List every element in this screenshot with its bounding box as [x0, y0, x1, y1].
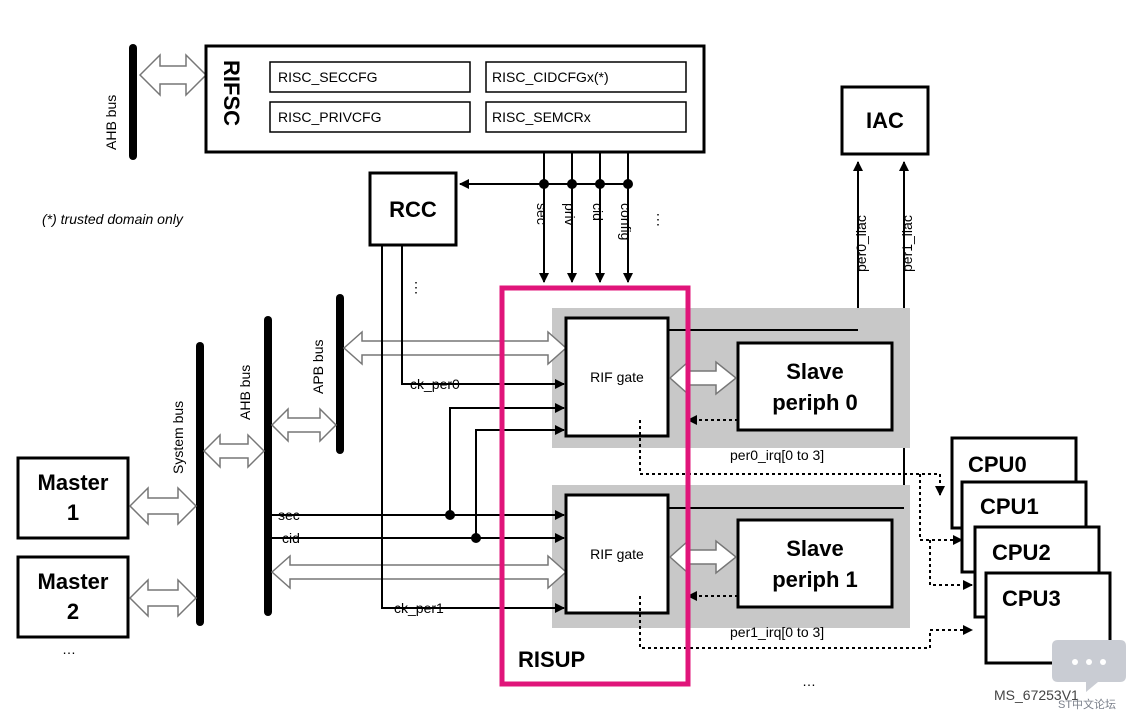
cpu0-label: CPU0: [968, 452, 1027, 477]
master-1-arrow: [128, 486, 198, 526]
slave-periph-1-line1: Slave: [786, 536, 844, 561]
rcc-ellipsis: ⋮: [409, 279, 423, 295]
iac-block: [840, 85, 930, 156]
system-ahb-arrow: [202, 433, 266, 469]
master-1-block: [16, 456, 130, 540]
rifsc-signal-lines: [459, 152, 633, 283]
rifsc-reg-semcr-label: RISC_SEMCRx: [492, 109, 591, 125]
rifsc-reg-privcfg: [269, 101, 471, 133]
footnote: (*) trusted domain only: [42, 211, 184, 227]
rifsc-reg-semcr: [485, 101, 687, 133]
rifsc-title: RIFSC: [219, 60, 244, 126]
per0-ilac-label: per0_ilac: [853, 215, 869, 272]
rifsc-reg-seccfg-label: RISC_SECCFG: [278, 69, 378, 85]
rifsc-reg-privcfg-label: RISC_PRIVCFG: [278, 109, 381, 125]
watermark-text: ST中文论坛: [1058, 697, 1116, 711]
rcc-label: RCC: [389, 197, 437, 222]
slave-periph-1-line2: periph 1: [772, 567, 858, 592]
slave-periph-0-line1: Slave: [786, 359, 844, 384]
ahb-bus-label: AHB bus: [237, 365, 253, 420]
ahb-apb-arrow: [270, 407, 338, 443]
iac-label: IAC: [866, 108, 904, 133]
cpu3-label: CPU3: [1002, 586, 1061, 611]
per0-irq-label: per0_irq[0 to 3]: [730, 447, 824, 463]
risup-label: RISUP: [518, 647, 585, 672]
slave-periph-0: [736, 341, 894, 432]
ahb-gate1-arrow: [270, 554, 568, 590]
cpu-stack: CPU0 CPU1 CPU2 CPU3: [950, 436, 1112, 665]
ck-per1-label: ck_per1: [394, 600, 444, 616]
sec-cid-lines: [272, 403, 565, 543]
system-bus-label: System bus: [170, 401, 186, 474]
rifsc-reg-cidcfg: [485, 61, 687, 93]
per1-ilac-label: per1_ilac: [899, 215, 915, 272]
master-2-block: [16, 555, 130, 639]
rif-gate-1: [564, 493, 670, 615]
chat-icon: [1052, 640, 1126, 692]
signal-config-label: config: [618, 203, 634, 240]
per1-irq-label: per1_irq[0 to 3]: [730, 624, 824, 640]
apb-bus-label: APB bus: [310, 340, 326, 394]
rcc-block: [368, 171, 458, 247]
master-2-arrow: [128, 578, 198, 618]
cpu1-label: CPU1: [980, 494, 1039, 519]
watermark: ST中文论坛: [1052, 640, 1126, 711]
irq-lines: [639, 415, 973, 649]
signal-ellipsis: ⋮: [651, 211, 665, 227]
figure-ref: MS_67253V1: [994, 687, 1079, 703]
masters-ellipsis: …: [62, 641, 76, 657]
slave-periph-0-line2: periph 0: [772, 390, 858, 415]
bus-cid-label: cid: [282, 530, 300, 546]
slave-periph-1: [736, 518, 894, 609]
rifsc-bus-arrow: [138, 53, 208, 97]
apb-gate0-arrow: [342, 330, 568, 366]
rif-gate-0: [564, 316, 670, 438]
rifsc-reg-cidcfg-label: RISC_CIDCFGx(*): [492, 69, 609, 85]
rif-gate-1-label: RIF gate: [590, 546, 644, 562]
rif-gate-0-label: RIF gate: [590, 369, 644, 385]
ck-per0-label: ck_per0: [410, 376, 460, 392]
bottom-ellipsis: …: [802, 673, 816, 689]
rifsc-reg-seccfg: [269, 61, 471, 93]
ahb-bus-top-label: AHB bus: [103, 95, 119, 150]
signal-sec-label: sec: [534, 203, 550, 225]
risup-frame: [499, 285, 691, 687]
bus-sec-label: sec: [278, 507, 300, 523]
cpu2-label: CPU2: [992, 540, 1051, 565]
clock-lines: [381, 245, 565, 613]
signal-cid-label: cid: [590, 203, 606, 221]
signal-priv-label: priv: [562, 203, 578, 226]
